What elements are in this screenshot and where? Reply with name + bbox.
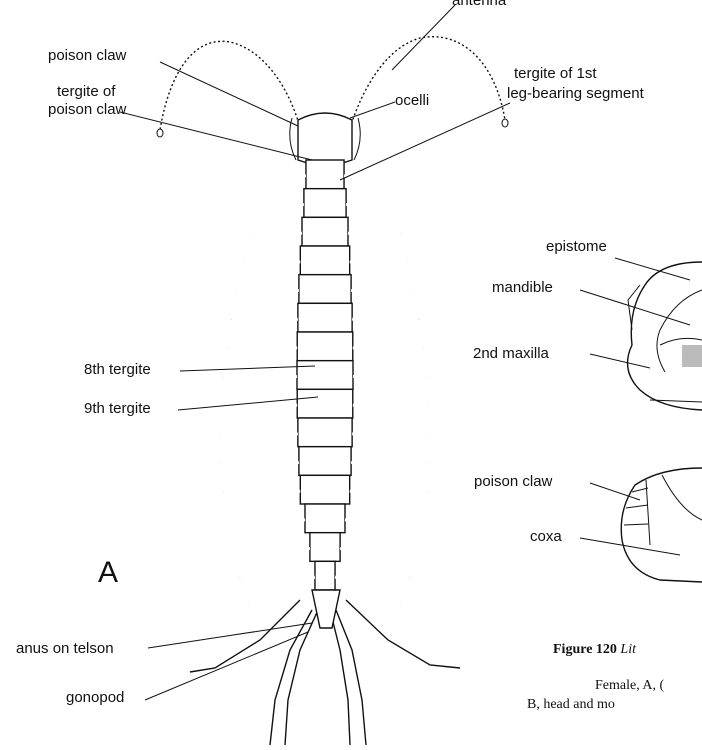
leg [335, 577, 398, 635]
tergite-first-label-1: tergite of 1st [514, 66, 597, 82]
tergite [298, 418, 352, 447]
gonopod-label: gonopod [66, 690, 124, 706]
tergite [299, 447, 351, 476]
tergite [300, 475, 349, 504]
caption-figure-number: Figure 120 Lit [553, 642, 636, 658]
poison-claw-b-label: poison claw [474, 474, 552, 490]
second-maxilla-label: 2nd maxilla [473, 346, 549, 362]
mandible-label: mandible [492, 280, 553, 296]
coxa-label: coxa [530, 529, 562, 545]
tergite [310, 533, 340, 562]
tergite-first-label-2: leg-bearing segment [507, 86, 644, 102]
telson [312, 590, 340, 628]
head-shield [298, 113, 352, 165]
tergite [297, 332, 353, 361]
trunk-tergites [297, 160, 353, 590]
panel-b-poison-claw-partial [621, 468, 702, 582]
tergite [300, 246, 349, 275]
tergite [306, 160, 344, 189]
caption-line-3: B, head and mo [527, 697, 615, 713]
ocelli-label: ocelli [395, 93, 429, 109]
tergite [315, 561, 335, 590]
leg [252, 577, 315, 635]
tergite-poison-claw-label-1: tergite of [57, 84, 115, 100]
tergite [304, 189, 346, 218]
caption-line-2: Female, A, ( [595, 678, 664, 694]
panel-a-letter: A [98, 556, 118, 590]
anus-label: anus on telson [16, 641, 114, 657]
tergite [302, 217, 348, 246]
leg-fill [335, 577, 398, 635]
panel-b-head-partial [628, 262, 702, 410]
tergite [297, 389, 353, 418]
antenna-label: antenna [452, 0, 506, 9]
tergite [305, 504, 345, 533]
caption-figure-number-text: Figure 120 [553, 642, 617, 657]
tergite [298, 303, 352, 332]
eighth-tergite-label: 8th tergite [84, 362, 151, 378]
leg-fill [252, 577, 315, 635]
epistome-label: epistome [546, 239, 607, 255]
poison-claw-label: poison claw [48, 48, 126, 64]
ninth-tergite-label: 9th tergite [84, 401, 151, 417]
tergite-poison-claw-label-2: poison claw [48, 102, 126, 118]
tergite [299, 275, 351, 304]
caption-title-fragment: Lit [620, 642, 636, 657]
tergite [297, 361, 353, 390]
